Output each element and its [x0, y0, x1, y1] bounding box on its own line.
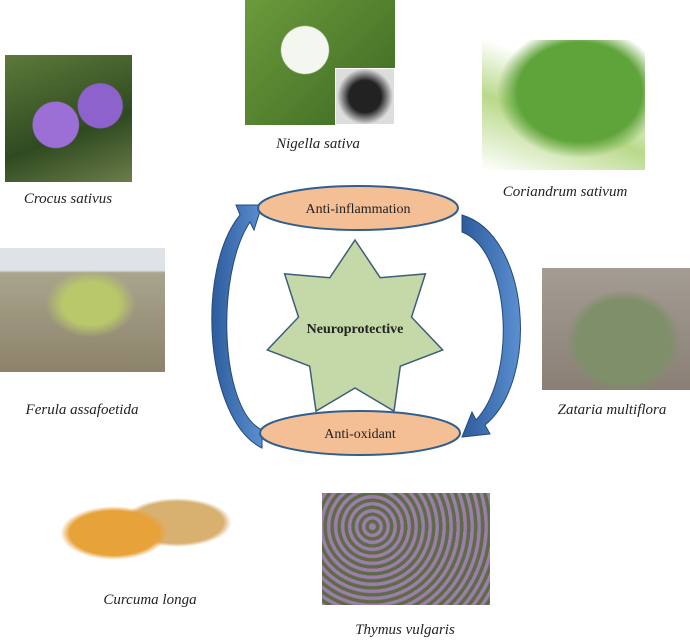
anti-inflammation-ellipse [257, 185, 459, 231]
coriandrum-photo [482, 40, 645, 170]
center-label: Neuroprotective [307, 322, 404, 337]
curcuma-photo [60, 470, 240, 575]
caption-ferula: Ferula assafoetida [25, 402, 139, 418]
caption-nigella: Nigella sativa [276, 136, 360, 152]
thymus-photo [322, 493, 490, 605]
zataria-photo [542, 268, 690, 390]
right-arrow [461, 214, 521, 438]
caption-thymus: Thymus vulgaris [355, 622, 455, 638]
caption-coriandrum: Coriandrum sativum [502, 184, 628, 200]
anti-oxidant-ellipse [259, 410, 461, 456]
anti-oxidant-label: Anti-oxidant [324, 427, 396, 442]
crocus-photo [5, 55, 132, 182]
ferula-photo [0, 248, 165, 372]
left-arrow [211, 204, 263, 449]
nigella-photo [245, 0, 395, 125]
neuroprotective-star [265, 238, 445, 413]
anti-inflammation-label: Anti-inflammation [306, 202, 411, 217]
caption-crocus: Crocus sativus [23, 191, 113, 207]
caption-curcuma: Curcuma longa [103, 592, 197, 608]
caption-zataria: Zataria multiflora [557, 402, 667, 418]
